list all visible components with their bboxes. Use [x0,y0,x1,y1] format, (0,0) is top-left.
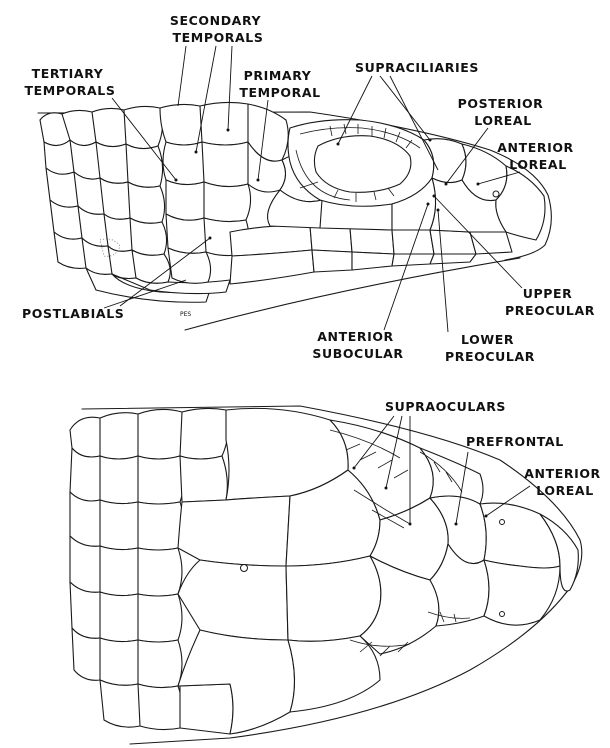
side-eye-region [288,120,434,207]
label-posterior-loreal: POSTERIOR LOREAL [458,96,549,128]
label-primary-temporal: PRIMARY TEMPORAL [239,68,320,100]
label-supraoculars: SUPRAOCULARS [385,399,506,414]
label-prefrontal: PREFRONTAL [466,434,564,449]
label-anterior-subocular: ANTERIOR SUBOCULAR [312,329,403,361]
artist-signature: PES [180,311,191,318]
top-head-shields [178,408,578,734]
top-view-drawing [70,406,582,744]
label-secondary-temporals: SECONDARY TEMPORALS [170,13,266,45]
label-tertiary-temporals: TERTIARY TEMPORALS [25,66,116,98]
label-lower-preocular: LOWER PREOCULAR [445,332,535,364]
label-upper-preocular: UPPER PREOCULAR [505,286,595,318]
side-view-drawing [38,102,551,330]
label-anterior-loreal-top: ANTERIOR LOREAL [524,466,605,498]
label-postlabials: POSTLABIALS [22,306,124,321]
label-anterior-loreal-side: ANTERIOR LOREAL [497,140,578,172]
label-supraciliaries: SUPRACILIARIES [355,60,479,75]
